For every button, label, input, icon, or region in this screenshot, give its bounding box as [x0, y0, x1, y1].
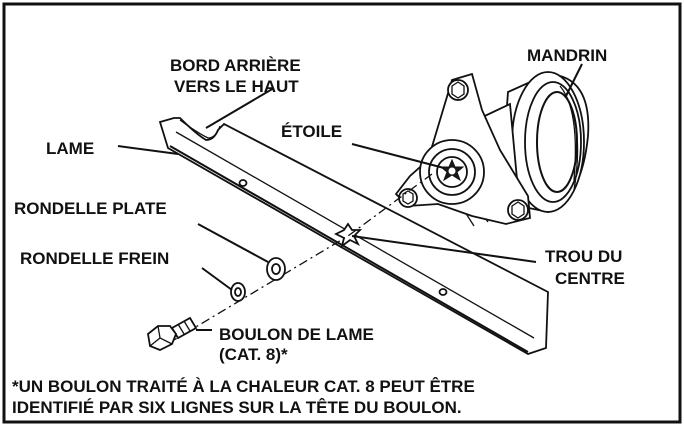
- footnote-line2: IDENTIFIÉ PAR SIX LIGNES SUR LA TÊTE DU …: [12, 398, 462, 417]
- lock-washer: [230, 282, 246, 302]
- label-etoile: ÉTOILE: [281, 122, 342, 141]
- flat-washer: [266, 257, 286, 281]
- label-lame: LAME: [46, 139, 94, 158]
- label-boulon-line2: (CAT. 8)*: [219, 345, 288, 364]
- leader-lines: [117, 63, 583, 331]
- label-bord-line1: BORD ARRIÈRE: [170, 56, 301, 75]
- blade-bolt: [147, 316, 198, 351]
- label-rondelle-plate: RONDELLE PLATE: [14, 199, 167, 218]
- label-rondelle-frein: RONDELLE FREIN: [20, 249, 169, 268]
- label-bord-line2: VERS LE HAUT: [174, 77, 299, 96]
- label-trou-line1: TROU DU: [545, 247, 622, 266]
- label-trou-line2: CENTRE: [555, 269, 625, 288]
- spindle-illustration: [394, 71, 590, 227]
- label-boulon-line1: BOULON DE LAME: [219, 325, 374, 344]
- label-mandrin: MANDRIN: [527, 46, 607, 65]
- footnote-line1: *UN BOULON TRAITÉ À LA CHALEUR CAT. 8 PE…: [12, 377, 475, 396]
